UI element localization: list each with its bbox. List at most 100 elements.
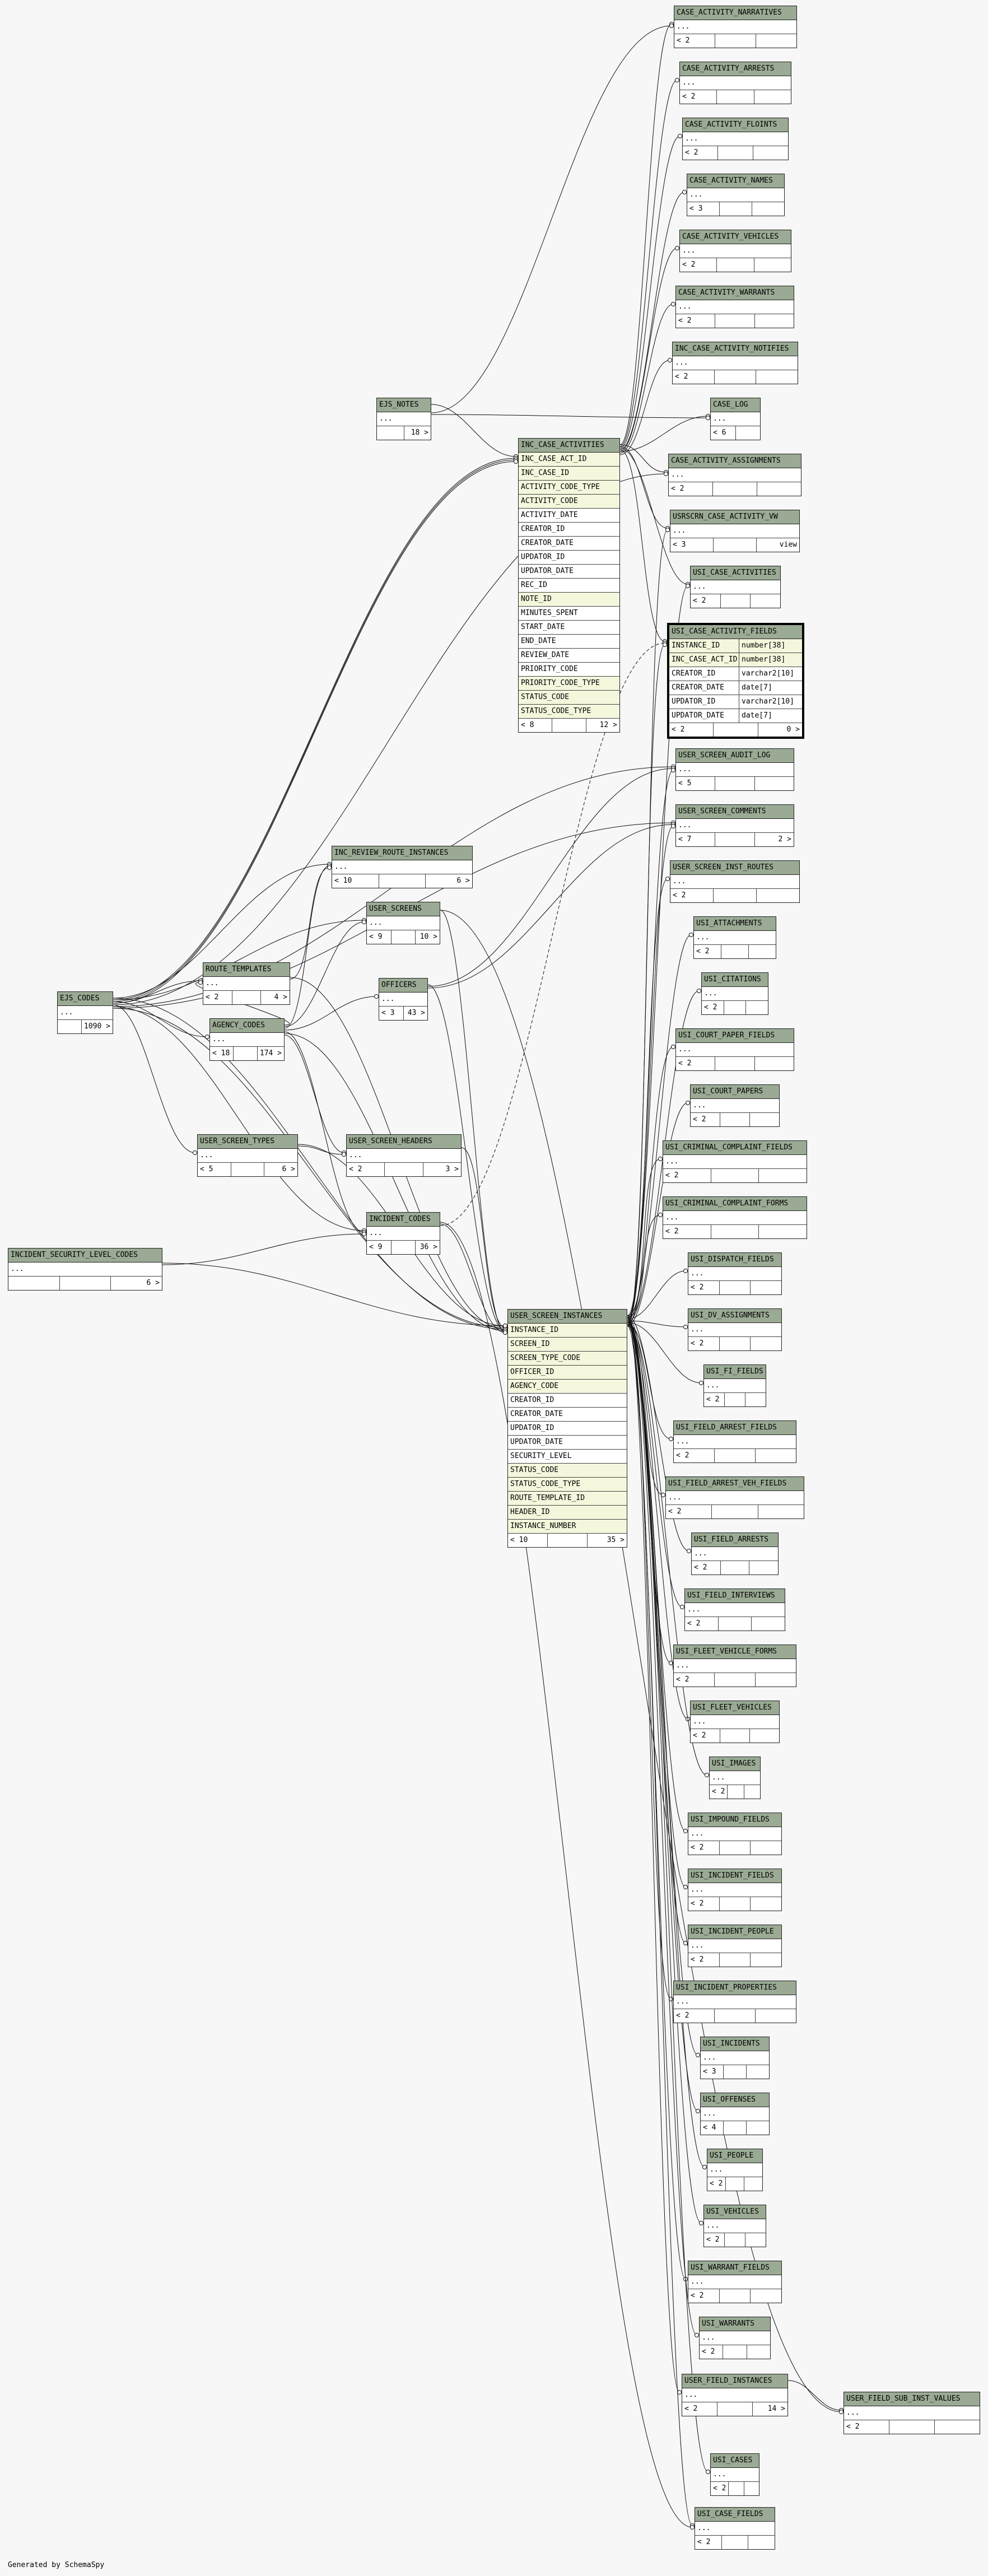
table-case-activity-floints[interactable]: CASE_ACTIVITY_FLOINTS...< 2 (682, 118, 789, 160)
table-title[interactable]: USI_FLEET_VEHICLE_FORMS (674, 1645, 796, 1659)
table-title[interactable]: USI_DISPATCH_FIELDS (688, 1253, 781, 1267)
table-title[interactable]: USI_INCIDENT_PROPERTIES (674, 1981, 796, 1995)
table-title[interactable]: USI_OFFENSES (701, 2093, 769, 2107)
table-usi-fi-fields[interactable]: USI_FI_FIELDS...< 2 (703, 1364, 766, 1407)
table-title[interactable]: USI_INCIDENT_FIELDS (688, 1869, 781, 1883)
table-title[interactable]: USER_SCREEN_INST_ROUTES (670, 861, 799, 875)
table-usi-criminal-complaint-fields[interactable]: USI_CRIMINAL_COMPLAINT_FIELDS...< 2 (663, 1140, 807, 1183)
table-case-activity-vehicles[interactable]: CASE_ACTIVITY_VEHICLES...< 2 (679, 230, 791, 272)
table-usi-offenses[interactable]: USI_OFFENSES...< 4 (700, 2093, 770, 2135)
table-usi-court-papers[interactable]: USI_COURT_PAPERS...< 2 (690, 1084, 780, 1127)
table-title[interactable]: CASE_ACTIVITY_NAMES (687, 174, 784, 188)
table-case-activity-warrants[interactable]: CASE_ACTIVITY_WARRANTS...< 2 (675, 286, 794, 328)
table-title[interactable]: AGENCY_CODES (210, 1019, 284, 1033)
table-title[interactable]: USI_FIELD_INTERVIEWS (685, 1589, 785, 1603)
table-title[interactable]: OFFICERS (379, 979, 427, 993)
table-ejs-notes[interactable]: EJS_NOTES... 18 > (376, 398, 431, 440)
table-title[interactable]: USI_CASE_ACTIVITY_FIELDS (669, 625, 802, 639)
table-title[interactable]: USER_SCREENS (367, 902, 440, 916)
table-title[interactable]: CASE_LOG (711, 398, 760, 412)
table-usi-criminal-complaint-forms[interactable]: USI_CRIMINAL_COMPLAINT_FORMS...< 2 (663, 1196, 807, 1239)
table-usi-court-paper-fields[interactable]: USI_COURT_PAPER_FIELDS...< 2 (675, 1028, 794, 1071)
table-title[interactable]: USER_SCREEN_HEADERS (347, 1135, 461, 1149)
table-inc-review-route-instances[interactable]: INC_REVIEW_ROUTE_INSTANCES...< 10 6 > (332, 846, 473, 888)
table-title[interactable]: INCIDENT_SECURITY_LEVEL_CODES (8, 1249, 162, 1263)
table-usi-impound-fields[interactable]: USI_IMPOUND_FIELDS...< 2 (688, 1813, 782, 1855)
table-title[interactable]: CASE_ACTIVITY_NARRATIVES (674, 6, 796, 20)
table-usi-warrants[interactable]: USI_WARRANTS...< 2 (699, 2317, 771, 2359)
table-usi-images[interactable]: USI_IMAGES...< 2 (709, 1757, 761, 1799)
table-title[interactable]: USI_IMPOUND_FIELDS (688, 1813, 781, 1827)
table-user-field-sub-inst-values[interactable]: USER_FIELD_SUB_INST_VALUES...< 2 (843, 2392, 980, 2434)
table-title[interactable]: USER_SCREEN_INSTANCES (508, 1310, 627, 1324)
table-user-screen-types[interactable]: USER_SCREEN_TYPES...< 5 6 > (197, 1134, 298, 1177)
table-usi-dispatch-fields[interactable]: USI_DISPATCH_FIELDS...< 2 (688, 1252, 782, 1295)
table-usi-vehicles[interactable]: USI_VEHICLES...< 2 (703, 2205, 766, 2247)
table-title[interactable]: USI_CASES (711, 2454, 759, 2468)
table-title[interactable]: USRSCRN_CASE_ACTIVITY_VW (670, 510, 799, 524)
table-title[interactable]: USI_FI_FIELDS (704, 1365, 766, 1379)
table-case-activity-assignments[interactable]: CASE_ACTIVITY_ASSIGNMENTS...< 2 (668, 454, 801, 496)
table-usi-case-activities[interactable]: USI_CASE_ACTIVITIES...< 2 (690, 566, 781, 608)
table-title[interactable]: USI_CASE_ACTIVITIES (691, 566, 780, 580)
table-usi-incidents[interactable]: USI_INCIDENTS...< 3 (700, 2037, 770, 2079)
table-title[interactable]: EJS_CODES (58, 992, 113, 1006)
table-usi-field-arrest-fields[interactable]: USI_FIELD_ARREST_FIELDS...< 2 (673, 1420, 796, 1463)
table-title[interactable]: USI_FIELD_ARREST_VEH_FIELDS (666, 1477, 804, 1491)
table-user-screen-audit-log[interactable]: USER_SCREEN_AUDIT_LOG...< 5 (675, 748, 794, 791)
table-usi-incident-fields[interactable]: USI_INCIDENT_FIELDS...< 2 (688, 1869, 782, 1911)
table-user-field-instances[interactable]: USER_FIELD_INSTANCES...< 2 14 > (682, 2374, 788, 2416)
table-title[interactable]: USI_FLEET_VEHICLES (691, 1701, 779, 1715)
table-incident-codes[interactable]: INCIDENT_CODES...< 9 36 > (366, 1212, 440, 1255)
table-title[interactable]: USI_INCIDENTS (701, 2037, 769, 2051)
table-title[interactable]: USER_FIELD_INSTANCES (682, 2374, 787, 2388)
table-usi-people[interactable]: USI_PEOPLE...< 2 (707, 2149, 763, 2191)
table-case-log[interactable]: CASE_LOG...< 6 (710, 398, 761, 440)
table-ejs-codes[interactable]: EJS_CODES... 1090 > (57, 991, 113, 1034)
table-usi-field-arrests[interactable]: USI_FIELD_ARRESTS...< 2 (691, 1532, 779, 1575)
table-usi-incident-people[interactable]: USI_INCIDENT_PEOPLE...< 2 (688, 1925, 782, 1967)
table-title[interactable]: CASE_ACTIVITY_ASSIGNMENTS (669, 454, 801, 468)
table-usi-case-fields[interactable]: USI_CASE_FIELDS...< 2 (695, 2507, 775, 2550)
table-usi-warrant-fields[interactable]: USI_WARRANT_FIELDS...< 2 (688, 2261, 782, 2303)
table-title[interactable]: USI_IMAGES (710, 1757, 760, 1771)
table-title[interactable]: INC_REVIEW_ROUTE_INSTANCES (332, 846, 472, 860)
table-title[interactable]: INC_CASE_ACTIVITY_NOTIFIES (673, 342, 798, 356)
table-user-screen-comments[interactable]: USER_SCREEN_COMMENTS...< 7 2 > (675, 804, 794, 847)
table-title[interactable]: CASE_ACTIVITY_VEHICLES (680, 230, 791, 244)
table-route-templates[interactable]: ROUTE_TEMPLATES...< 2 4 > (203, 962, 290, 1005)
table-usi-incident-properties[interactable]: USI_INCIDENT_PROPERTIES...< 2 (673, 1981, 796, 2023)
table-title[interactable]: CASE_ACTIVITY_ARRESTS (680, 62, 791, 76)
table-title[interactable]: USI_VEHICLES (704, 2205, 766, 2219)
table-title[interactable]: USI_INCIDENT_PEOPLE (688, 1925, 781, 1939)
table-title[interactable]: INC_CASE_ACTIVITIES (519, 439, 619, 453)
table-title[interactable]: USI_FIELD_ARRESTS (692, 1533, 778, 1547)
table-usi-fleet-vehicle-forms[interactable]: USI_FLEET_VEHICLE_FORMS...< 2 (673, 1645, 796, 1687)
table-title[interactable]: USI_PEOPLE (707, 2149, 762, 2163)
table-title[interactable]: USER_FIELD_SUB_INST_VALUES (844, 2392, 980, 2406)
table-title[interactable]: USI_CASE_FIELDS (695, 2508, 775, 2522)
table-title[interactable]: EJS_NOTES (377, 398, 431, 412)
table-inc-case-activity-notifies[interactable]: INC_CASE_ACTIVITY_NOTIFIES...< 2 (672, 342, 798, 384)
table-title[interactable]: USI_FIELD_ARREST_FIELDS (674, 1421, 796, 1435)
table-title[interactable]: USI_WARRANTS (700, 2317, 770, 2331)
table-usrscrn-case-activity-vw[interactable]: USRSCRN_CASE_ACTIVITY_VW...< 3 view (670, 510, 800, 552)
table-title[interactable]: ROUTE_TEMPLATES (203, 963, 290, 977)
table-case-activity-narratives[interactable]: CASE_ACTIVITY_NARRATIVES...< 2 (674, 6, 797, 48)
table-title[interactable]: USI_WARRANT_FIELDS (688, 2261, 781, 2275)
table-usi-field-arrest-veh-fields[interactable]: USI_FIELD_ARREST_VEH_FIELDS...< 2 (665, 1476, 804, 1519)
table-usi-attachments[interactable]: USI_ATTACHMENTS...< 2 (693, 916, 776, 959)
table-title[interactable]: USER_SCREEN_AUDIT_LOG (676, 749, 794, 763)
table-usi-citations[interactable]: USI_CITATIONS...< 2 (701, 972, 768, 1015)
table-incident-security-level-codes[interactable]: INCIDENT_SECURITY_LEVEL_CODES... 6 > (8, 1248, 162, 1291)
table-title[interactable]: USI_COURT_PAPERS (691, 1085, 779, 1099)
table-user-screen-inst-routes[interactable]: USER_SCREEN_INST_ROUTES...< 2 (670, 860, 800, 903)
table-title[interactable]: USI_CRIMINAL_COMPLAINT_FIELDS (663, 1141, 807, 1155)
table-case-activity-names[interactable]: CASE_ACTIVITY_NAMES...< 3 (687, 174, 785, 216)
table-title[interactable]: USI_DV_ASSIGNMENTS (688, 1309, 781, 1323)
table-title[interactable]: CASE_ACTIVITY_WARRANTS (676, 286, 794, 300)
